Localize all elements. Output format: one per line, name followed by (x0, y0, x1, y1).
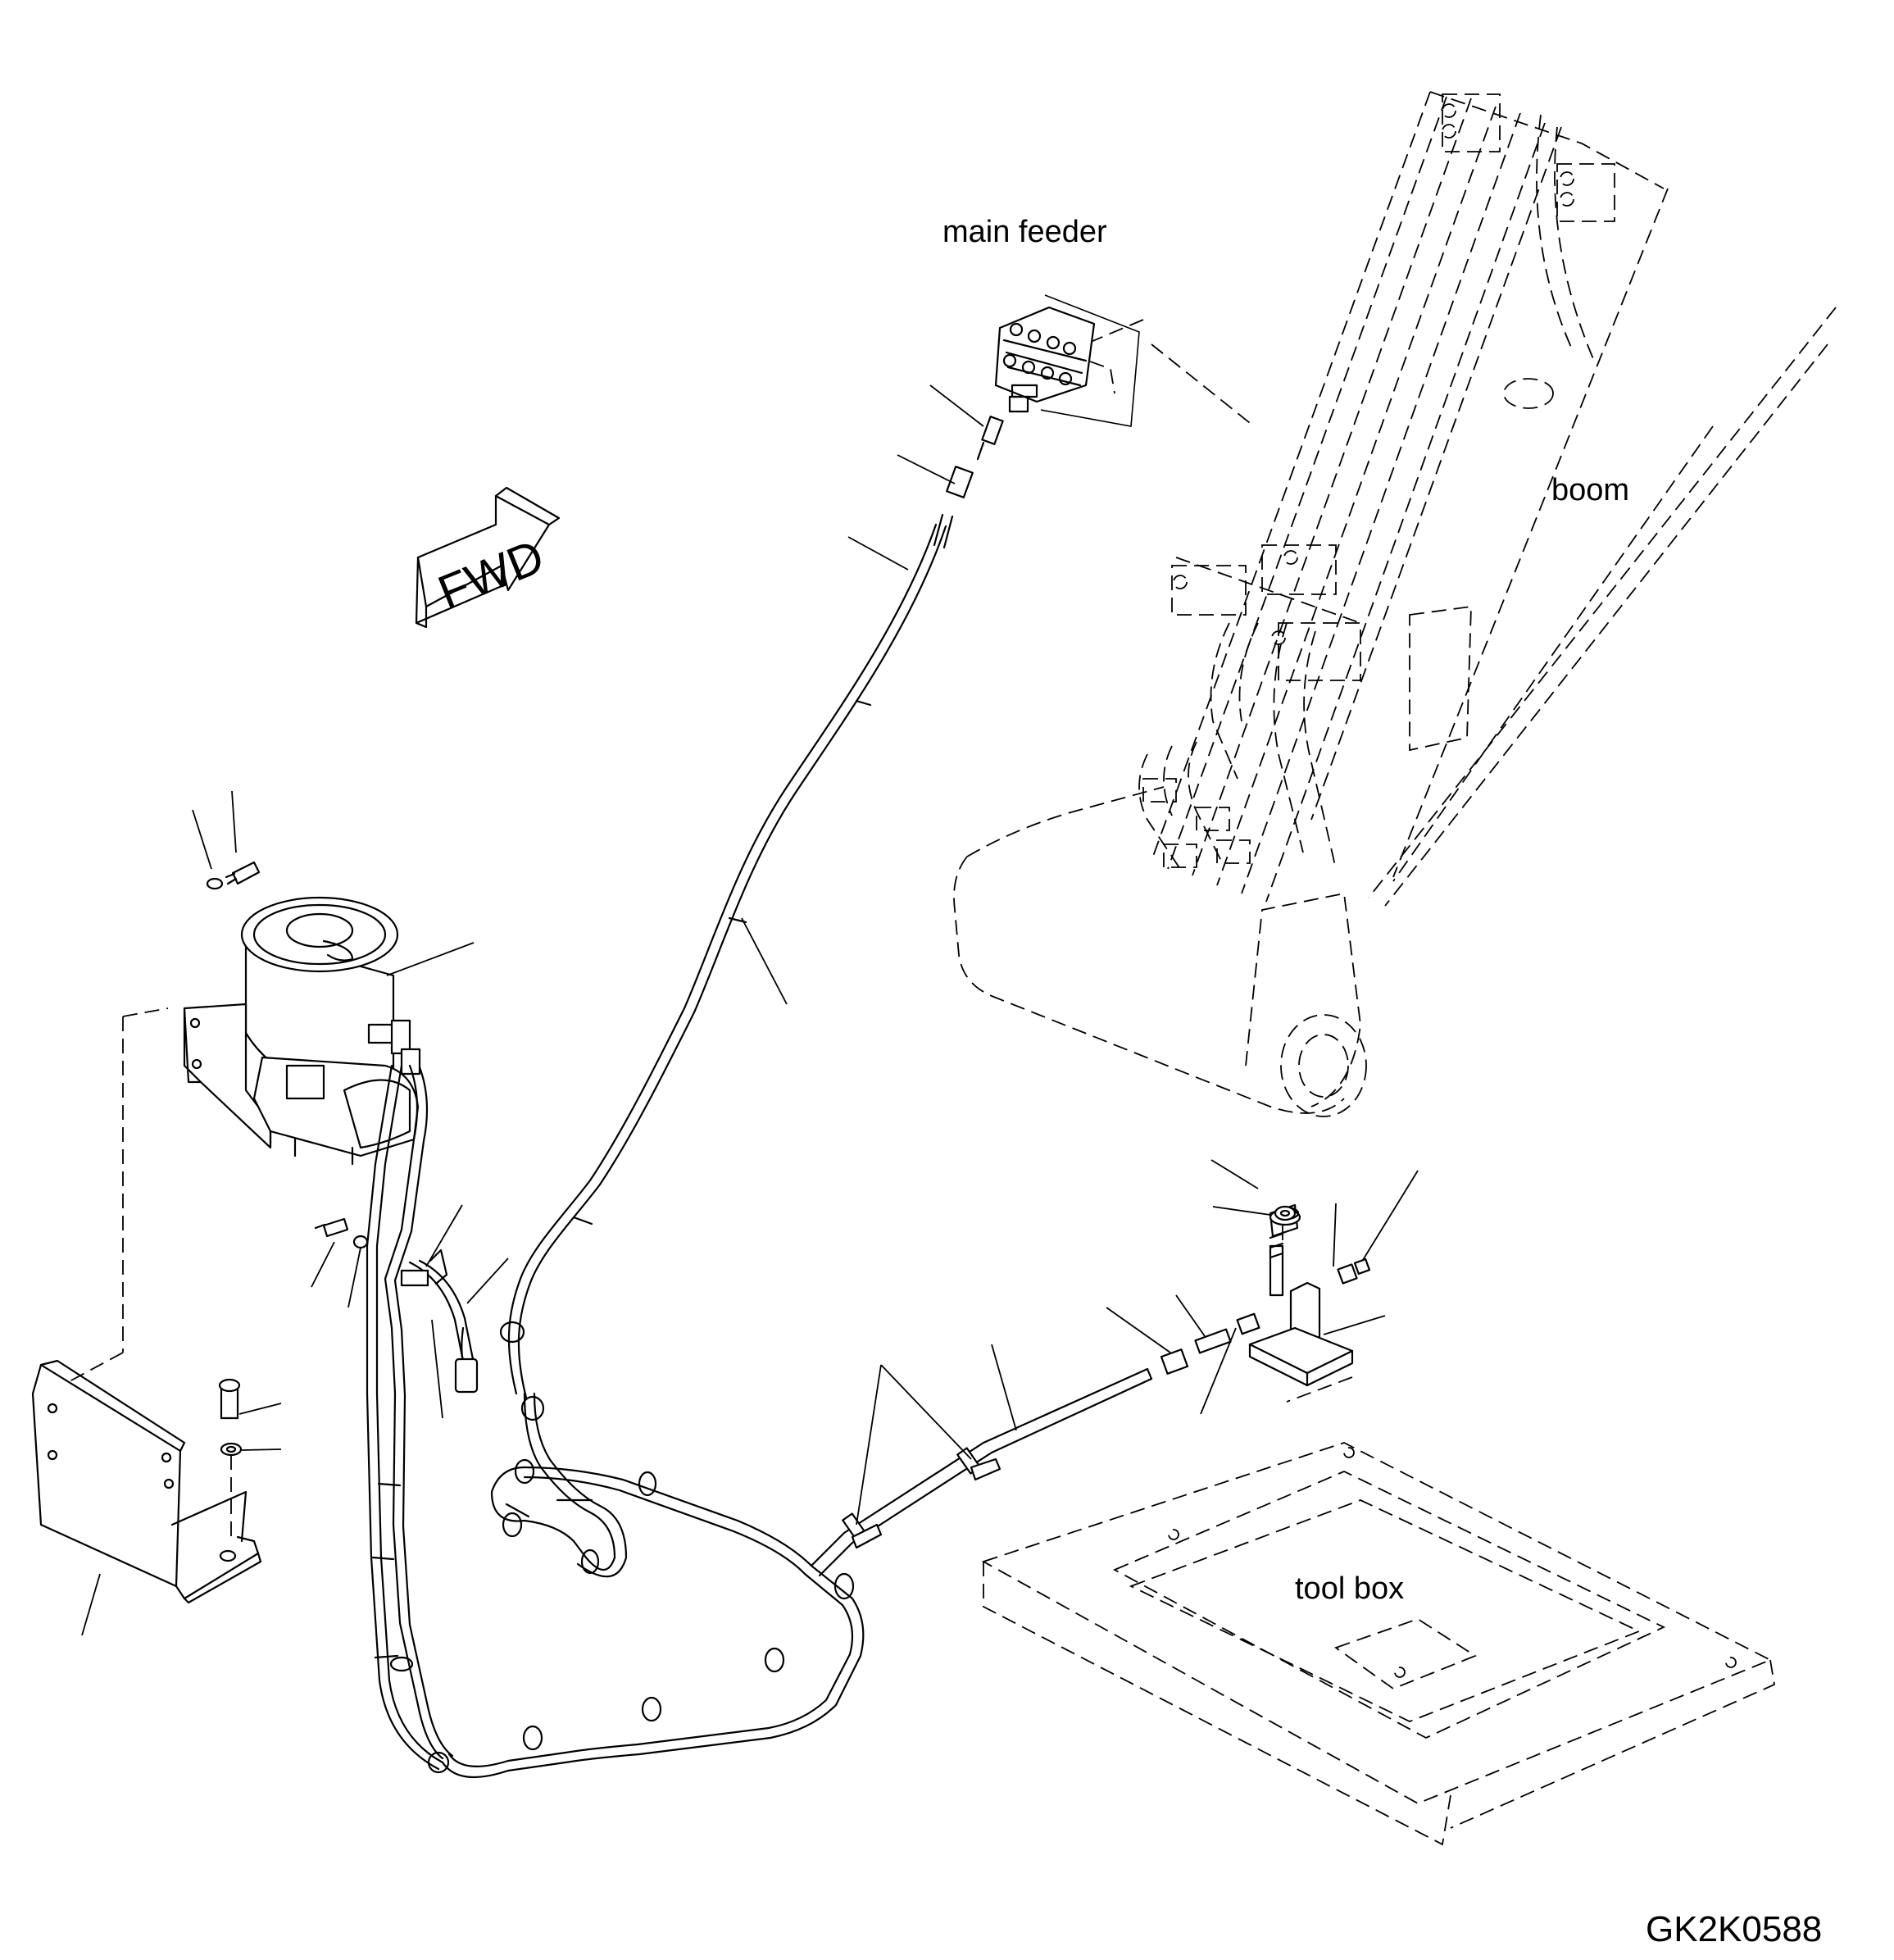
leader-lines (741, 384, 984, 1005)
main-feeder-label: main feeder (942, 215, 1107, 249)
hose-routing-loops (389, 1321, 865, 1779)
grease-pump (183, 896, 421, 1166)
forward-direction-arrow: FWD (415, 486, 561, 629)
boom-phantom (953, 91, 1837, 1117)
main-feeder-valve (933, 294, 1140, 549)
support-stand (1210, 1159, 1386, 1403)
connector-fittings (1106, 1170, 1419, 1415)
supply-pipe (810, 1344, 1153, 1577)
drawing-code: GK2K0588 (1646, 1909, 1822, 1949)
cover-bolt (218, 1378, 282, 1541)
hose-clamp-bolt (311, 1204, 509, 1419)
pump-outlet-hoses (366, 1064, 479, 1771)
tool-box-phantom (981, 1442, 1776, 1846)
tool-box-label: tool box (1295, 1571, 1404, 1606)
pump-mounting-bolt (192, 790, 475, 976)
main-feed-hose (507, 523, 947, 1399)
pump-cover-bracket (31, 1007, 262, 1636)
boom-label: boom (1551, 473, 1629, 507)
